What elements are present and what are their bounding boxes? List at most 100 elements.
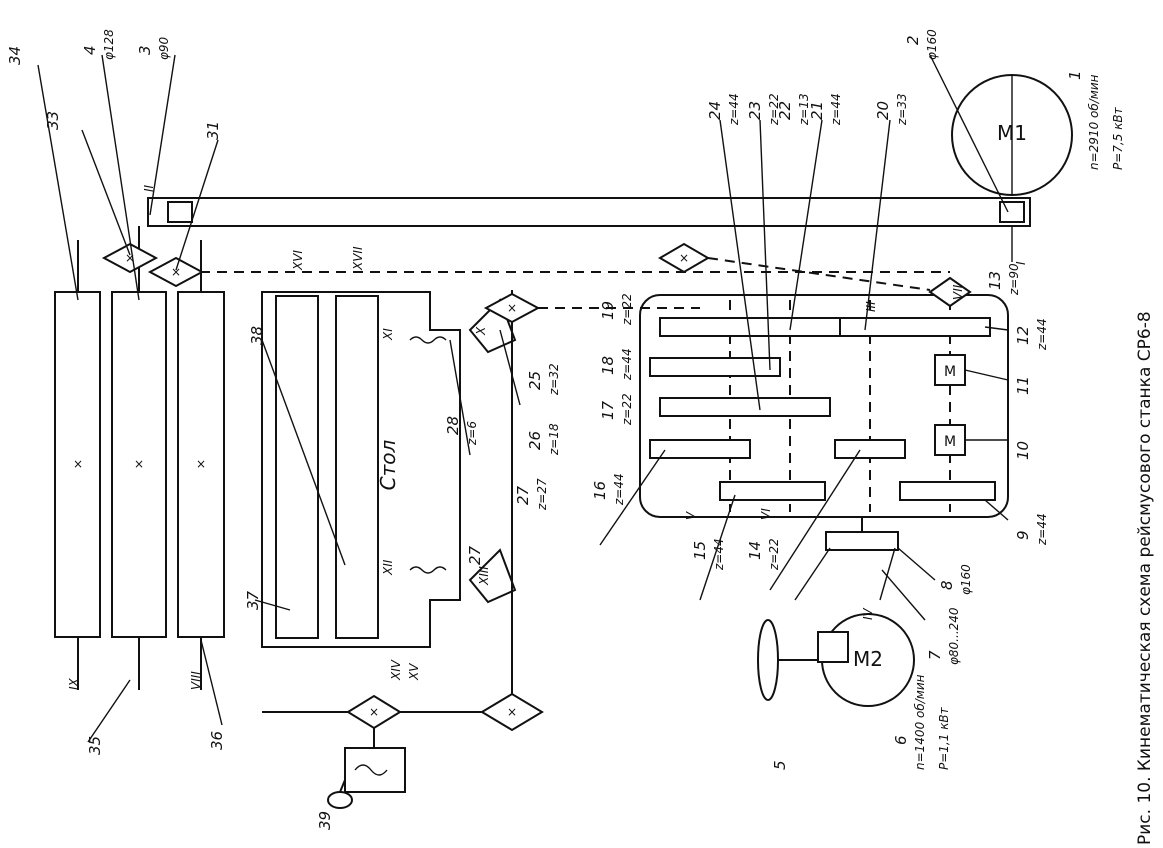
leader-34 [261,339,346,566]
motor-m2-power: P=1,1 кВт [937,706,951,770]
label-p9-num: 9 [1014,530,1032,540]
roller-30-mark: × [73,457,83,471]
motor-m2-speed: n=1400 об/мин [913,674,927,770]
leader-16 [599,449,666,546]
label-p15-spec: z=44 [712,538,726,571]
leader-3 [149,54,176,216]
gear-18-23 [649,357,781,377]
shaft-xvii: XVII [351,246,365,271]
shaft-x: X [474,326,488,336]
label-p2-num: 2 [904,35,922,45]
leader-15 [699,494,736,601]
label-p18-num: 18 [599,356,617,375]
label-p13-num: 13 [986,271,1004,290]
leader-4 [101,54,140,301]
label-p3-spec: φ90 [157,36,171,60]
leader-20 [864,119,891,331]
label-p22-spec: z=13 [797,93,811,126]
worm-36 [354,764,388,776]
sprocket-37-mark: × [369,705,379,719]
label-p17-num: 17 [599,400,617,420]
leader-14 [769,449,861,591]
table-assembly: Стол [261,291,461,648]
leader-28 [175,139,219,271]
label-p28b-num: 28 [444,416,462,435]
table-label: Стол [376,439,400,490]
gear-14 [834,439,906,459]
labels: 4 φ128 3 φ90 2 φ160 1 n=2910 об/мин P=7,… [6,29,1125,830]
clutch-10 [934,424,966,456]
handwheel-5[interactable] [757,619,779,701]
gearbox: M M × [639,242,1009,518]
pulley-3 [167,201,193,223]
label-p23-num: 23 [746,101,764,120]
label-p9-spec: z=44 [1035,513,1049,546]
leader-12 [984,326,1009,331]
label-p27-spec: z=27 [535,478,549,511]
gear-16 [649,439,751,459]
belt-7-right [879,547,896,601]
label-p2-spec: φ160 [925,29,939,60]
label-p24-spec: z=44 [727,93,741,126]
motor-m2-number: 6 [892,735,910,745]
roller-30 [54,291,101,638]
label-p4-num: 4 [81,45,99,55]
leader-30 [37,64,79,301]
label-p10-num: 10 [1014,441,1032,460]
leader-9 [984,499,1009,521]
worm-xii [409,566,447,574]
label-p12-spec: z=44 [1035,318,1049,351]
handwheel-35-shaft [339,779,346,793]
label-p17-spec: z=22 [620,393,634,426]
shaft-xiv: XIV [389,659,403,681]
handwheel-35[interactable] [327,791,353,809]
sprocket-28-mark: × [171,265,181,279]
table-outline [261,291,461,648]
chain-13 [707,257,931,291]
label-p24-num: 24 [706,101,724,120]
motor-m1-speed: n=2910 об/мин [1087,74,1101,170]
label-p8-spec: φ160 [959,564,973,595]
main-belt-drive [147,197,1031,262]
leader-27 [499,329,521,406]
label-p4-spec: φ128 [102,29,116,60]
leader-lines [37,54,1009,743]
label-p15-num: 15 [691,541,709,560]
label-p19-num: 19 [599,301,617,320]
label-p14-num: 14 [746,541,764,560]
shaft-ii: II [142,184,156,192]
leader-24 [719,119,761,411]
label-p32-num: 36 [208,731,226,750]
label-p21-num: 21 [808,101,826,120]
clutch-10-label: M [944,434,956,450]
shaft-i: I [1014,261,1028,265]
main-belt [147,197,1031,227]
top-rollers: × × × [54,226,225,690]
label-p27-num: 27 [514,485,532,505]
label-p19-spec: z=22 [620,293,634,326]
shaft-vi: VI [759,508,773,520]
label-p28b-spec: z=6 [465,421,479,446]
leader-28b [449,339,471,456]
leader-29 [81,129,131,256]
gear-17-24 [659,397,831,417]
label-p35-num: 39 [316,811,334,830]
pulley-2 [999,201,1025,223]
figure-caption: Рис. 10. Кинематическая схема рейсмусово… [1135,311,1155,845]
motor-m2-coupling [817,631,849,663]
label-p33-num: 37 [244,590,262,610]
label-p16-spec: z=44 [612,473,626,506]
label-p23-spec: z=22 [767,93,781,126]
label-p34-num: 38 [248,326,266,345]
leader-32 [200,639,223,726]
label-p11-num: 11 [1014,376,1032,395]
shaft-iv: IV [861,607,875,620]
shaft-xv: XV [407,663,421,681]
gear-9 [899,481,996,501]
roller-32 [177,291,225,638]
leader-7 [881,569,926,621]
label-p3-num: 3 [136,45,154,55]
label-p20-num: 20 [874,101,892,120]
leader-8 [897,547,936,581]
